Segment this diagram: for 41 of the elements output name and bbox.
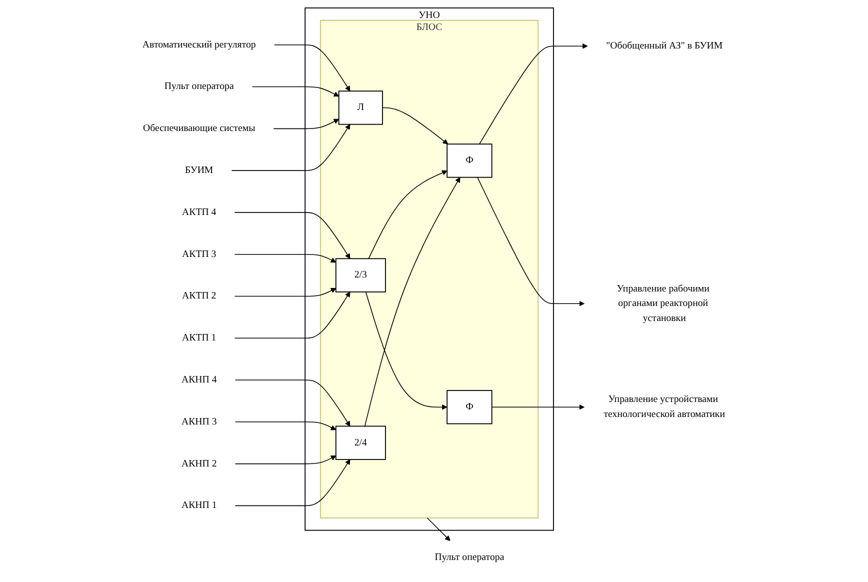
node-text: "Обобщенный АЗ" в БУИМ xyxy=(606,40,722,52)
arrow xyxy=(234,422,336,430)
arrow xyxy=(234,254,336,263)
node-text: АКТП 3 xyxy=(182,248,216,260)
arrow xyxy=(234,456,336,464)
arrow xyxy=(364,177,460,427)
node-text: АКНП 4 xyxy=(181,374,217,385)
arrow xyxy=(273,118,339,130)
arrow xyxy=(382,107,448,144)
arrow xyxy=(368,170,448,260)
arrow xyxy=(365,292,448,410)
node-box: Ф xyxy=(446,390,492,424)
arrow xyxy=(231,124,350,171)
node-text: Управление рабочими органами реакторной установки xyxy=(616,283,710,324)
node-text: АКТП 2 xyxy=(182,290,216,302)
node-box: 2/3 xyxy=(335,258,386,292)
node-text: АКТП 4 xyxy=(182,206,216,218)
arrow xyxy=(234,459,350,506)
node-box: Л xyxy=(338,90,383,125)
node-text: Пульт оператора xyxy=(434,552,504,562)
arrow xyxy=(491,404,584,410)
node-text: АКНП 2 xyxy=(181,458,217,469)
arrow xyxy=(234,292,350,339)
arrow xyxy=(274,44,350,92)
node-text: АКНП 3 xyxy=(181,416,217,427)
node-text: Управление устройствами технологической автоматики xyxy=(604,394,725,420)
arrow xyxy=(234,380,350,426)
node-text: Автоматический регулятор xyxy=(142,39,256,50)
arrow xyxy=(234,212,350,259)
node-text: БУИМ xyxy=(184,165,214,176)
node-text: АКТП 1 xyxy=(182,332,216,344)
node-box: Ф xyxy=(446,144,492,178)
node-text: АКНП 1 xyxy=(181,500,217,511)
node-text: Обеспечивающие системы xyxy=(142,123,256,134)
node-text: Пульт оператора xyxy=(164,81,234,92)
arrow xyxy=(478,43,588,144)
node-box: 2/4 xyxy=(335,426,386,460)
arrow xyxy=(234,288,336,297)
arrow xyxy=(476,176,584,306)
arrow xyxy=(252,86,339,97)
arrow xyxy=(426,518,450,542)
